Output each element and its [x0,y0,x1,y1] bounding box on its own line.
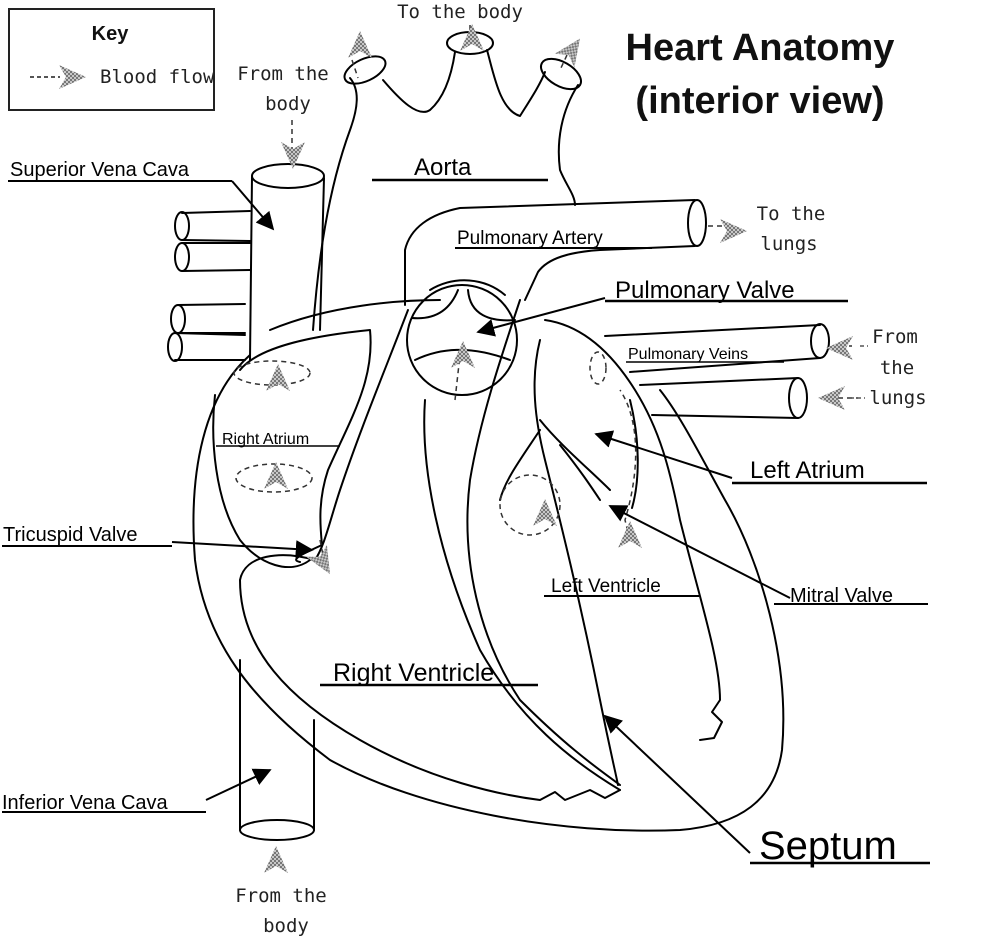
heart-outline [167,31,830,841]
blood-flow-arrow-icon [348,31,372,58]
note-from-the-lungs: From [872,326,918,348]
label-pulmonary-artery: Pulmonary Artery [457,228,603,249]
key-entry: Blood flow [100,66,215,88]
label-left-atrium: Left Atrium [750,457,865,484]
blood-flow-arrow-icon [826,336,853,360]
note-from-the-body-bottom-2: body [263,915,309,937]
label-tricuspid-valve: Tricuspid Valve [3,524,138,546]
leader-pulmonary-valve [476,297,606,337]
note-from-the-body-bottom: From the [235,885,327,907]
key-box: Key Blood flow [8,8,215,111]
blood-flow-arrow-icon [264,846,288,873]
blood-flow-arrow-icon [533,499,557,526]
leader-septum [603,714,751,854]
label-inferior-vena-cava: Inferior Vena Cava [2,792,169,814]
leader-inferior-vena-cava [205,768,272,801]
blood-flow-arrow-icon [460,24,484,51]
blood-flow-arrow-icon [266,364,290,391]
note-from-the-body-top: From the [237,63,329,85]
page-title: Heart Anatomy [626,27,895,69]
note-from-the-lungs-3: lungs [869,387,926,409]
blood-flow-arrow-icon [618,521,642,548]
flow-dashes [850,345,868,399]
key-heading: Key [92,23,130,45]
label-septum: Septum [759,824,897,868]
label-left-ventricle: Left Ventricle [551,576,661,597]
label-right-atrium: Right Atrium [222,431,309,448]
blood-flow-arrow-icon [264,462,288,489]
leader-arrows [171,180,791,854]
leader-superior-vena-cava [231,180,275,231]
leader-mitral-valve [608,505,791,599]
label-aorta: Aorta [414,154,472,181]
label-right-ventricle: Right Ventricle [333,659,494,687]
blood-flow-arrow-icon [720,219,747,243]
label-pulmonary-valve: Pulmonary Valve [615,277,795,304]
page-subtitle: (interior view) [635,80,884,122]
label-mitral-valve: Mitral Valve [790,585,893,607]
blood-flow-arrow-icon [554,31,590,68]
note-from-the-body-top-2: body [265,93,311,115]
label-pulmonary-veins: Pulmonary Veins [628,346,748,363]
note-to-the-lungs: To the [757,203,826,225]
note-to-the-body: To the body [397,1,523,23]
leader-left-atrium [594,430,733,479]
blood-flow-arrow-icon [451,341,475,368]
part-labels: Superior Vena Cava Aorta Pulmonary Arter… [2,154,930,868]
note-from-the-lungs-2: the [880,357,914,379]
leader-tricuspid-valve [171,540,314,559]
note-to-the-lungs-2: lungs [760,233,817,255]
label-superior-vena-cava: Superior Vena Cava [10,159,190,181]
flow-notes: To the body From the body To the lungs F… [235,1,926,937]
